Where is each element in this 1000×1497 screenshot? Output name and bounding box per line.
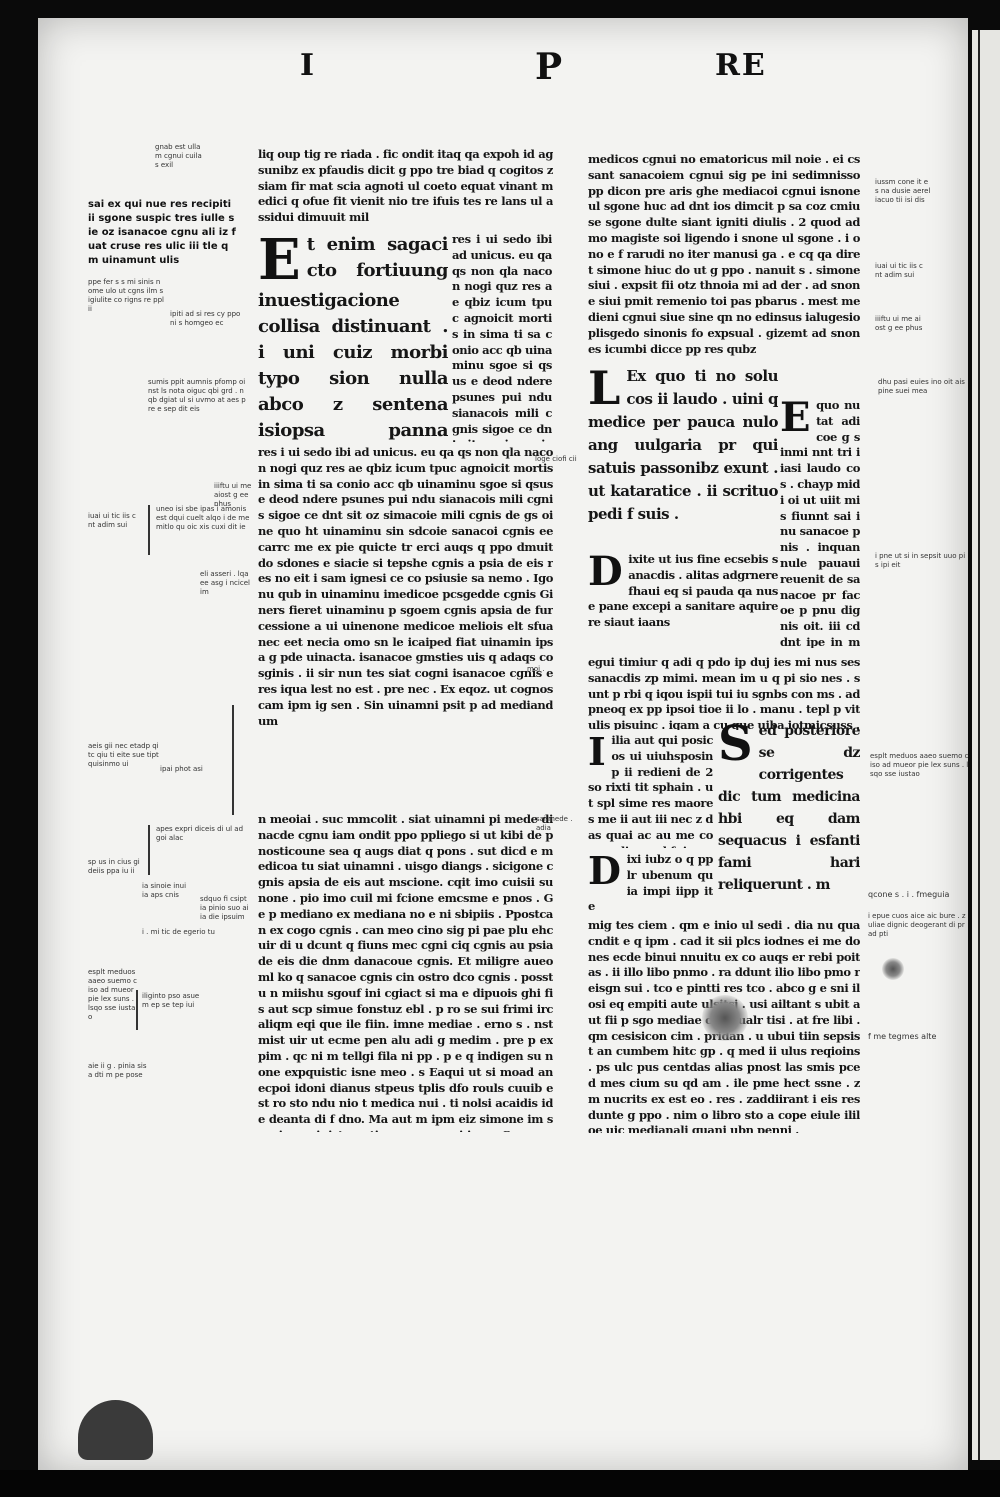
gloss-left-16: i . mi tic de egerio tu bbox=[142, 928, 215, 936]
gloss-left-8: uneo isi sbe ipas i amonis est dqui cuel… bbox=[156, 505, 250, 531]
col2-section-E: E quo nutat adicoe g sinmi nnt tri iiasi… bbox=[780, 398, 860, 648]
col2-lead-L: Ex quo ti no solu cos ii laudo . uini q … bbox=[588, 367, 778, 523]
col2-text-D2: ixi iubz o q pplr ubenum quia impi iipp … bbox=[588, 852, 713, 914]
col2-initial-E: E bbox=[780, 398, 811, 441]
gloss-right-3: iiiftu ui me aiost g ee phus bbox=[875, 315, 923, 332]
col2-big-S: ed posteriore se dz corrigentes dic tum … bbox=[718, 723, 860, 893]
gloss-left-13: sp us in cius gi deiis ppa iu ii bbox=[88, 858, 140, 875]
gloss-left-14: ia sinoie inui ia aps cnis bbox=[142, 882, 186, 899]
gloss-left-5: sumis ppit aumnis pfomp oinst ls nota oi… bbox=[148, 378, 246, 413]
col2-section-S: S ed posteriore se dz corrigentes dic tu… bbox=[718, 720, 860, 910]
ink-smudge-small bbox=[882, 958, 904, 980]
header-letter-1: I bbox=[300, 48, 317, 83]
col1-lead-text: t enim sagaci cto fortiuung inuestigacio… bbox=[258, 234, 448, 441]
manuscript-page bbox=[38, 18, 968, 1473]
gloss-left-19: aie ii g . pinia sisa dti m pe pose bbox=[88, 1062, 147, 1079]
gloss-mid-1: moi . bbox=[527, 665, 545, 673]
col1-body-text: res i ui sedo ibi ad unicus. eu qa qs no… bbox=[258, 445, 553, 728]
gloss-left-4: ipiti ad si res cy ppo ni s homgeo ec bbox=[170, 310, 241, 327]
gloss-mid-3: loge ciofi cii bbox=[535, 455, 577, 463]
gloss-left-18: iliginto pso asue m ep se tep iui bbox=[142, 992, 200, 1009]
gloss-bracket-1 bbox=[148, 505, 150, 555]
col2-initial-L: L bbox=[588, 365, 621, 415]
col2-section-I: I ilia aut qui posicos ui uiuhsposinp ii… bbox=[588, 733, 713, 848]
gloss-bracket-2 bbox=[232, 705, 234, 815]
gloss-left-1: gnab est ullam cgnui cuilas exil bbox=[155, 143, 202, 169]
gloss-left-9: eli asseri . lqaee asg i ncicelim bbox=[200, 570, 250, 594]
ink-smudge bbox=[702, 995, 748, 1041]
col1-side-text: res i ui sedo ibi ad unicus. eu qa qs no… bbox=[452, 232, 552, 442]
col1-top-text: liq oup tig re riada . fic ondit itaq qa… bbox=[258, 147, 553, 225]
gloss-right-4: dhu pasi euies ino oit ais pine suei mea bbox=[878, 378, 965, 395]
scan-shadow bbox=[0, 1470, 1000, 1497]
col2-mid-text: egui timiur q adi q pdo ip duj ies mi nu… bbox=[588, 655, 860, 730]
gloss-right-2: iuai ui tic iis cnt adim sui bbox=[875, 262, 923, 279]
gloss-left-3: ppe fer s s mi sinis nome ulo ut cgns il… bbox=[88, 278, 164, 313]
col2-section-D2: D ixi iubz o q pplr ubenum quia impi iip… bbox=[588, 852, 713, 914]
col2-side-E: quo nutat adicoe g sinmi nnt tri iiasi l… bbox=[780, 398, 860, 648]
col2-initial-D1: D bbox=[588, 552, 623, 595]
col2-text-D1: ixite ut ius fine ecsebis sanacdis . ali… bbox=[588, 552, 778, 630]
gloss-mid-2: sai mede . adia bbox=[536, 815, 573, 832]
col2-text-I: ilia aut qui posicos ui uiuhsposinp ii r… bbox=[588, 733, 713, 848]
gloss-right-6: esplt meduos aaeo suemo ciso ad mueor pi… bbox=[870, 752, 969, 778]
col1-body-text-2: n meoiai . suc mmcolit . siat uinamni pi… bbox=[258, 812, 553, 1132]
gloss-right-8: i epue cuos aice aic bure . z uliae dign… bbox=[868, 912, 966, 938]
col2-initial-I: I bbox=[588, 733, 606, 774]
header-letter-2: P bbox=[535, 46, 565, 88]
gloss-left-17: esplt meduos aaeo suemo ciso ad mueor pi… bbox=[88, 968, 137, 1021]
gloss-right-1: iussm cone it es na dusie aerel iacuo ti… bbox=[875, 178, 931, 204]
gloss-right-5: i pne ut si in sepsit uuo pis ipi eit bbox=[875, 552, 966, 569]
gloss-left-11: ipai phot asi bbox=[160, 765, 203, 773]
facing-page-edge bbox=[972, 30, 1000, 1460]
gloss-right-9: f me tegmes alte bbox=[868, 1032, 937, 1041]
col1-initial-E: E bbox=[258, 232, 301, 293]
gloss-left-2: sai ex qui nue res recipiti ii sgone sus… bbox=[88, 199, 236, 266]
header-letter-3: RE bbox=[715, 48, 767, 83]
binding-line bbox=[978, 30, 980, 1460]
gloss-bracket-3 bbox=[148, 825, 150, 875]
col1-opening-section: E t enim sagaci cto fortiuung inuestigac… bbox=[258, 232, 448, 442]
gloss-right-7: qcone s . i . fmeguia bbox=[868, 890, 950, 899]
gloss-left-10: aeis gii nec etadp qi tc qiu ti eite sue… bbox=[88, 742, 159, 768]
gloss-left-7: iuai ui tic iis cnt adim sui bbox=[88, 512, 136, 529]
gloss-left-12: apes expri diceis di ul adgoi alac bbox=[156, 825, 244, 842]
gloss-left-15: sdquo fi csipt ia pinio suo ai ia die ip… bbox=[200, 895, 249, 921]
col2-initial-D2: D bbox=[588, 852, 621, 893]
col2-top-text: medicos cgnui no ematoricus mil noie . e… bbox=[588, 152, 860, 356]
gloss-left-6: iiiftu ui me aiost g ee phus bbox=[214, 482, 252, 506]
holding-thumb bbox=[78, 1400, 153, 1460]
col2-initial-S: S bbox=[718, 720, 753, 772]
gloss-bracket-4 bbox=[136, 990, 138, 1030]
col2-section-L: L Ex quo ti no solu cos ii laudo . uini … bbox=[588, 365, 778, 545]
col2-section-D1: D ixite ut ius fine ecsebis sanacdis . a… bbox=[588, 552, 778, 652]
